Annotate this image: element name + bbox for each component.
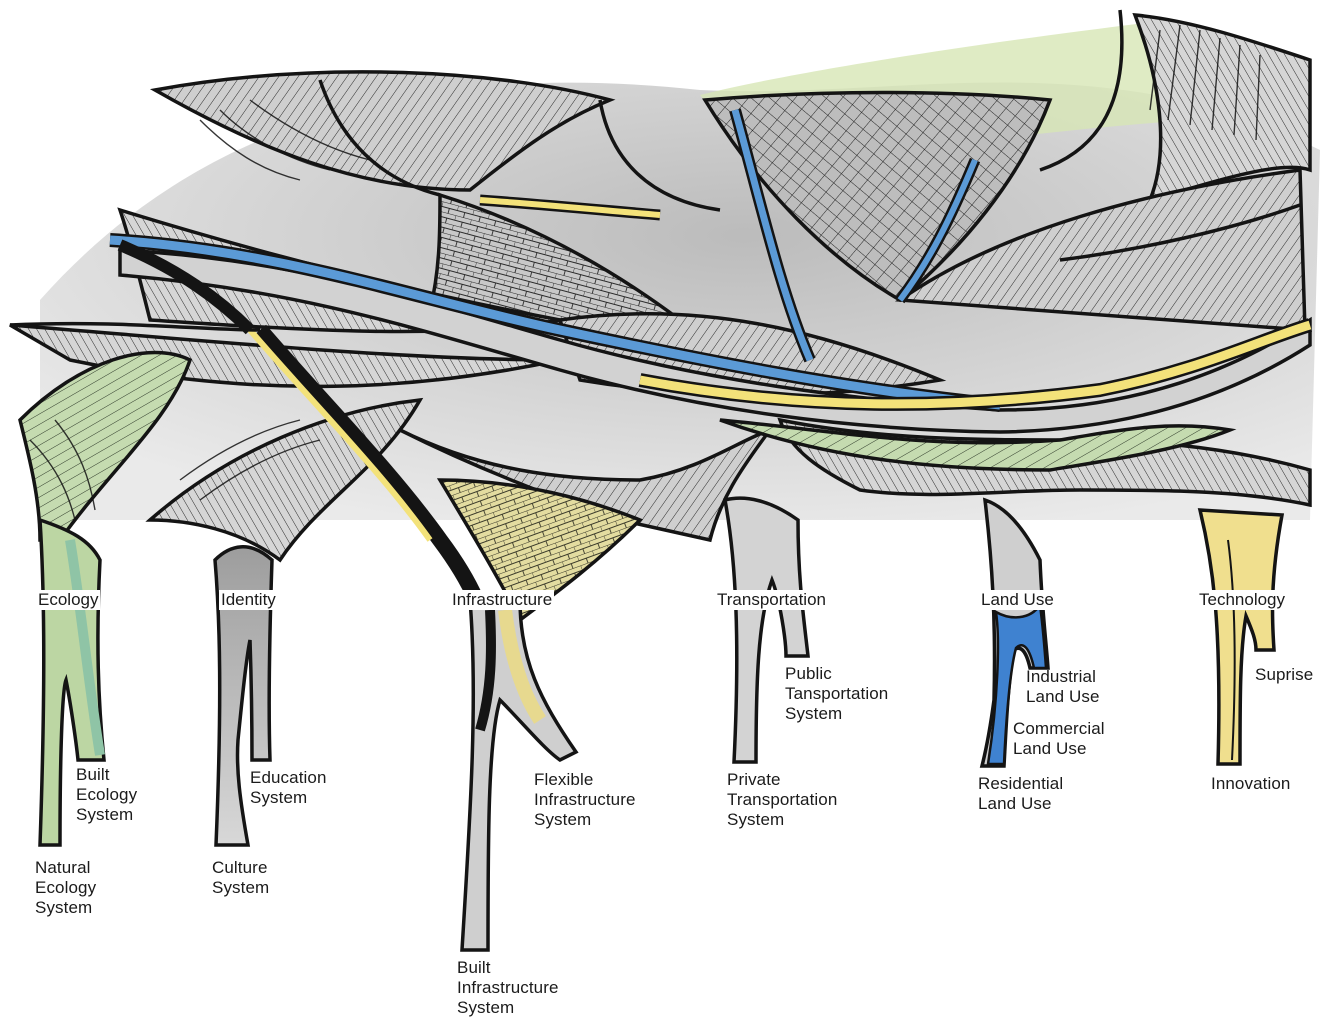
category-transportation: Transportation bbox=[715, 590, 828, 610]
category-ecology: Ecology bbox=[36, 590, 100, 610]
category-infrastructure: Infrastructure bbox=[450, 590, 554, 610]
branch-flexible-infrastructure-system: Flexible Infrastructure System bbox=[534, 770, 636, 830]
branch-public-transportation-system: Public Tansportation System bbox=[785, 664, 888, 724]
category-technology: Technology bbox=[1197, 590, 1287, 610]
branch-built-infrastructure-system: Built Infrastructure System bbox=[457, 958, 559, 1018]
branch-suprise: Suprise bbox=[1255, 665, 1313, 685]
branch-innovation: Innovation bbox=[1211, 774, 1290, 794]
branch-private-transportation-system: Private Transportation System bbox=[727, 770, 837, 830]
branch-education-system: Education System bbox=[250, 768, 327, 808]
branch-culture-system: Culture System bbox=[212, 858, 269, 898]
branch-residential-land-use: Residential Land Use bbox=[978, 774, 1063, 814]
branch-commercial-land-use: Commercial Land Use bbox=[1013, 719, 1105, 759]
category-land-use: Land Use bbox=[979, 590, 1056, 610]
branch-industrial-land-use: Industrial Land Use bbox=[1026, 667, 1100, 707]
category-identity: Identity bbox=[219, 590, 278, 610]
branch-natural-ecology-system: Natural Ecology System bbox=[35, 858, 96, 918]
branch-built-ecology-system: Built Ecology System bbox=[76, 765, 137, 825]
